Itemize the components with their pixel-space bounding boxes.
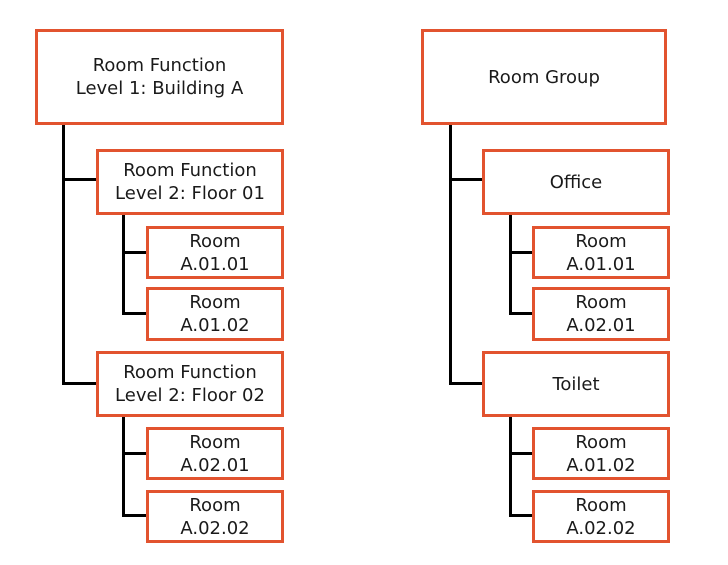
node-label-line: Room (575, 494, 627, 516)
node-label-line: Room (575, 230, 627, 252)
tree-connector-line (509, 514, 532, 517)
node-room-function-level2-floor-01: Room Function Level 2: Floor 01 (96, 149, 284, 215)
node-room-function-level2-floor-02: Room Function Level 2: Floor 02 (96, 351, 284, 417)
tree-connector-line (509, 417, 512, 517)
tree-connector-line (509, 312, 532, 315)
node-label-line: Room Function (123, 362, 257, 383)
node-label-line: A.02.02 (180, 517, 250, 539)
tree-connector-line (122, 417, 125, 517)
node-label-line: A.01.02 (180, 315, 250, 336)
node-label-line: Room Function (92, 55, 227, 76)
node-label-line: Room Group (488, 66, 600, 88)
node-label-line: A.02.02 (566, 517, 636, 539)
node-label-line: A.02.01 (566, 315, 636, 336)
tree-connector-line (509, 215, 512, 315)
node-room-a0102-right: Room A.01.02 (532, 427, 670, 480)
node-label-line: A.01.01 (180, 253, 250, 275)
tree-connector-line (509, 251, 532, 254)
tree-connector-line (62, 125, 65, 385)
node-label-line: Level 2: Floor 02 (115, 385, 265, 406)
tree-connector-line (122, 312, 146, 315)
node-label-line: A.01.02 (566, 454, 636, 476)
tree-connector-line (449, 125, 452, 385)
tree-connector-line (449, 382, 482, 385)
tree-connector-line (509, 452, 532, 455)
node-label-line: Room (189, 431, 241, 453)
node-label-line: Room (575, 292, 627, 313)
tree-connector-line (122, 251, 146, 254)
tree-connector-line (122, 215, 125, 315)
node-label-line: Room (575, 431, 627, 453)
node-room-a0202-left: Room A.02.02 (146, 490, 284, 543)
node-room-group: Room Group (421, 29, 667, 125)
node-room-a0201-left: Room A.02.01 (146, 427, 284, 480)
node-label-line: Office (549, 171, 603, 193)
node-label-line: Level 1: Building A (75, 78, 244, 99)
node-room-function-level1-building-a: Room Function Level 1: Building A (35, 29, 284, 125)
node-room-a0101-left: Room A.01.01 (146, 226, 284, 279)
node-label-line: Room (189, 494, 241, 516)
node-label-line: Room (189, 292, 241, 313)
node-room-a0101-right: Room A.01.01 (532, 226, 670, 279)
node-room-a0102-left: Room A.01.02 (146, 287, 284, 341)
node-toilet: Toilet (482, 351, 670, 417)
node-label-line: Room (189, 230, 241, 252)
node-room-a0202-right: Room A.02.02 (532, 490, 670, 543)
node-label-line: Toilet (552, 373, 600, 395)
tree-connector-line (62, 382, 96, 385)
tree-connector-line (449, 178, 482, 181)
node-label-line: A.01.01 (566, 253, 636, 275)
node-label-line: A.02.01 (180, 454, 250, 476)
tree-connector-line (122, 514, 146, 517)
tree-connector-line (62, 178, 96, 181)
node-label-line: Room Function (123, 160, 257, 181)
node-office: Office (482, 149, 670, 215)
node-label-line: Level 2: Floor 01 (115, 183, 265, 204)
tree-connector-line (122, 452, 146, 455)
node-room-a0201-right: Room A.02.01 (532, 287, 670, 341)
